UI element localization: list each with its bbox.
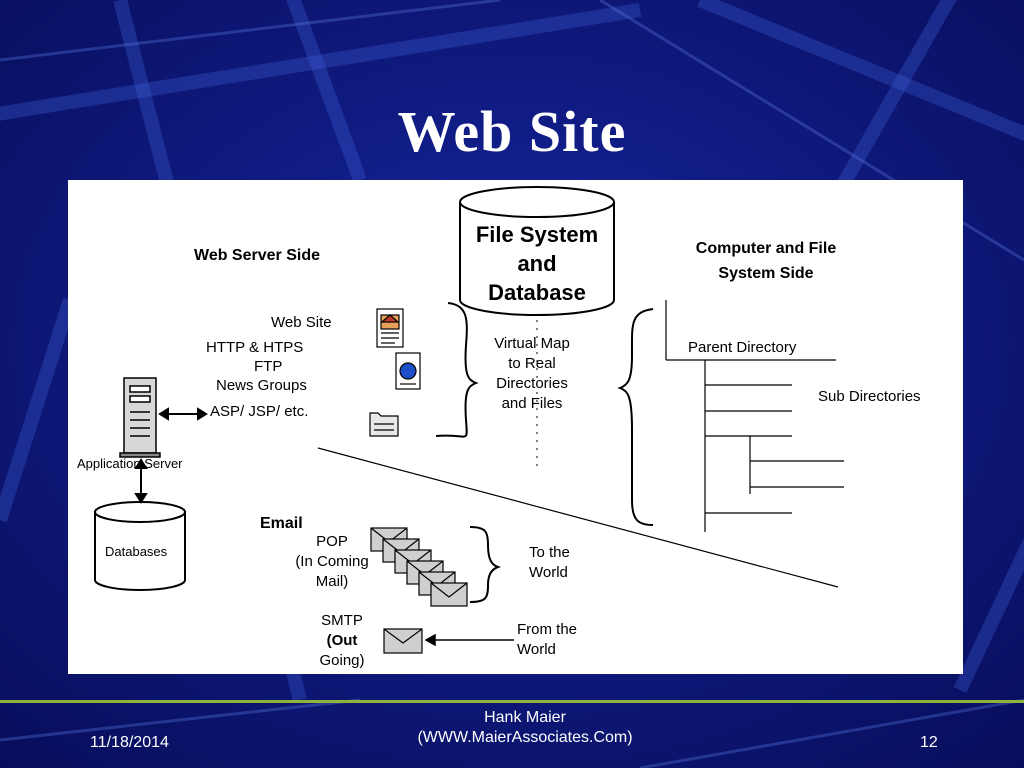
smtp-line-2: (Out xyxy=(326,632,358,649)
globe-document-icon xyxy=(395,352,421,390)
web-server-side-label: Web Server Side xyxy=(194,247,320,264)
computer-file-side-label: Computer and File System Side xyxy=(668,236,864,286)
parent-directory-label: Parent Directory xyxy=(688,339,797,356)
right-brace xyxy=(617,308,654,526)
file-system-line-1: File System xyxy=(475,222,599,247)
computer-file-line-1: Computer and File xyxy=(695,240,837,257)
to-world-line-2: World xyxy=(529,564,568,581)
file-system-label: File System and Database xyxy=(460,220,614,307)
directory-tree xyxy=(665,300,844,532)
left-brace xyxy=(435,302,479,438)
diagram-panel: File System and Database Virtual Map to … xyxy=(68,180,963,674)
to-the-world-label: To the World xyxy=(529,543,570,583)
footer-author: Hank Maier (WWW.MaierAssociates.Com) xyxy=(340,708,710,748)
email-label: Email xyxy=(260,515,303,532)
news-groups-label: News Groups xyxy=(216,377,307,394)
footer-page-number: 12 xyxy=(920,734,938,751)
virtual-map-line-3: Directories xyxy=(496,375,568,392)
file-system-line-3: Database xyxy=(488,280,586,305)
server-tower-icon xyxy=(119,377,161,458)
footer-author-site: (WWW.MaierAssociates.Com) xyxy=(417,729,633,746)
footer-author-name: Hank Maier xyxy=(484,709,566,726)
smtp-label: SMTP (Out Going) xyxy=(302,611,382,671)
from-the-world-label: From the World xyxy=(517,620,577,660)
virtual-map-line-2: to Real xyxy=(508,355,556,372)
divider-line xyxy=(317,447,839,588)
application-server-label: Application Server xyxy=(77,456,183,471)
envelope-icon xyxy=(370,527,468,607)
pop-line-2: (In Coming xyxy=(295,553,369,570)
web-page-icon xyxy=(376,308,404,348)
web-site-label: Web Site xyxy=(271,314,332,331)
sub-directories-label: Sub Directories xyxy=(818,388,921,405)
smtp-line-1: SMTP xyxy=(321,612,363,629)
slide-title: Web Site xyxy=(397,99,627,164)
databases-cylinder xyxy=(94,501,186,591)
pop-line-1: POP xyxy=(316,533,348,550)
from-world-line-2: World xyxy=(517,641,556,658)
http-https-label: HTTP & HTPS xyxy=(206,339,304,356)
smtp-line-3: Going) xyxy=(319,652,365,669)
diagram-graphics xyxy=(94,186,844,654)
to-world-line-1: To the xyxy=(529,544,570,561)
databases-label: Databases xyxy=(105,544,168,559)
email-brace xyxy=(469,526,502,603)
virtual-map-label: Virtual Map to Real Directories and File… xyxy=(475,334,589,414)
from-world-line-1: From the xyxy=(517,621,578,638)
server-db-arrow xyxy=(134,458,148,504)
footer-rule xyxy=(0,700,1024,703)
envelope-icon xyxy=(383,628,423,654)
from-world-arrow xyxy=(424,633,514,647)
file-system-line-2: and xyxy=(517,251,557,276)
server-asp-arrow xyxy=(158,407,208,421)
asp-jsp-label: ASP/ JSP/ etc. xyxy=(210,403,309,420)
pop-line-3: Mail) xyxy=(315,573,349,590)
virtual-map-line-1: Virtual Map xyxy=(494,335,570,352)
pop-label: POP (In Coming Mail) xyxy=(282,532,382,592)
computer-file-line-2: System Side xyxy=(718,265,814,282)
ftp-label: FTP xyxy=(254,358,283,375)
folder-icon xyxy=(369,412,399,437)
file-system-cylinder xyxy=(459,186,615,316)
footer-date: 11/18/2014 xyxy=(90,734,169,751)
virtual-map-line-4: and Files xyxy=(501,395,563,412)
